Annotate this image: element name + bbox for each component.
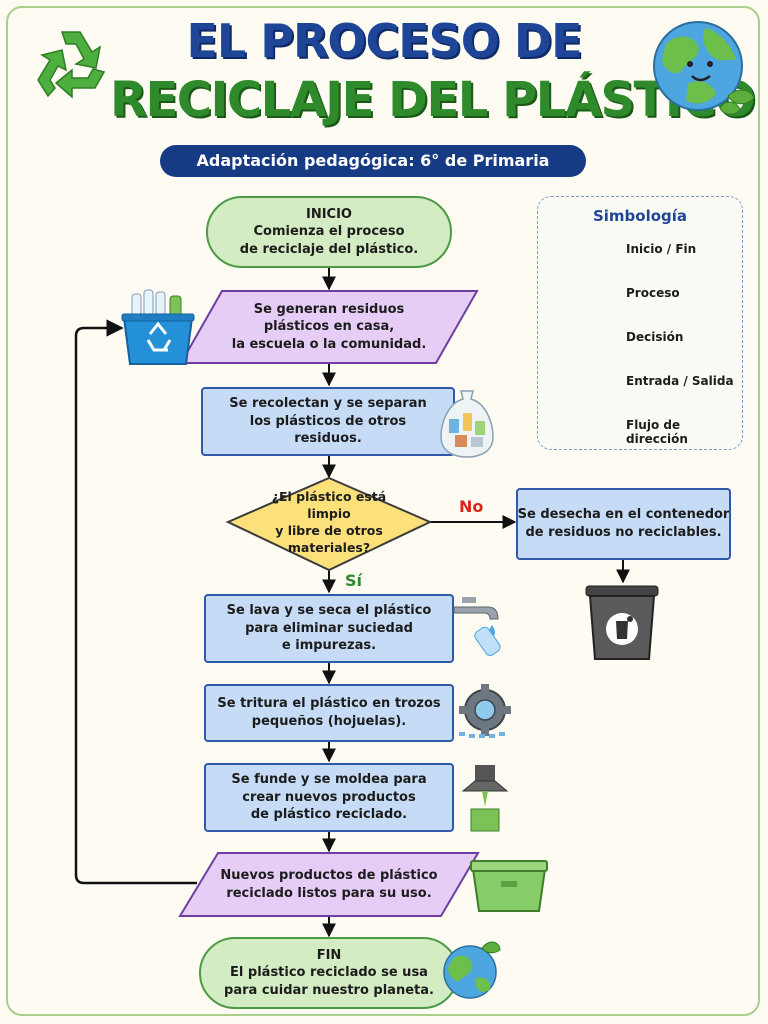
legend-label-process: Proceso <box>626 286 680 300</box>
legend-label-arrow: Flujo de dirección <box>626 418 688 446</box>
decision-text: ¿El plástico está limpio y libre de otro… <box>271 489 387 555</box>
recycle-bin-icon <box>121 289 195 365</box>
start-header: INICIO <box>306 206 352 222</box>
title-line-2: RECICLAJE DEL PLÁSTICO <box>110 72 756 128</box>
discard-process <box>516 488 731 560</box>
branch-yes-label: Sí <box>345 571 363 590</box>
shred-text: Se tritura el plástico en trozos pequeño… <box>217 696 441 729</box>
legend-panel: Simbología Inicio / Fin Proceso Decisión… <box>537 196 743 450</box>
start-body: Comienza el proceso de reciclaje del plá… <box>239 224 419 257</box>
earth-small-icon <box>443 941 501 999</box>
shredder-gear-icon <box>459 684 511 738</box>
legend-label-terminal: Inicio / Fin <box>626 242 697 256</box>
discard-text: Se desecha en el contenedor de residuos … <box>517 507 730 540</box>
wash-text: Se lava y se seca el plástico para elimi… <box>226 603 432 654</box>
decision-diamond <box>225 476 433 572</box>
end-body: El plástico reciclado se usa para cuidar… <box>224 965 434 998</box>
faucet-icon <box>453 597 501 656</box>
legend-label-io: Entrada / Salida <box>626 374 734 388</box>
end-header: FIN <box>316 947 342 963</box>
earth-icon <box>653 21 755 115</box>
branch-no-label: No <box>459 497 484 516</box>
title-line-1: EL PROCESO DE <box>186 14 582 68</box>
legend-title: Simbología <box>592 207 688 225</box>
shred-process <box>204 684 454 742</box>
generate-text: Se generan residuos plásticos en casa, l… <box>231 301 427 352</box>
subtitle-banner: Adaptación pedagógica: 6° de Primaria <box>160 145 586 177</box>
mold-press-icon <box>461 765 509 832</box>
start-text: INICIO Comienza el proceso de reciclaje d… <box>207 197 451 267</box>
legend-label-decision: Decisión <box>626 330 684 344</box>
wash-process <box>204 594 454 663</box>
end-text: FIN El plástico reciclado se usa para cui… <box>200 938 458 1008</box>
trash-bag-icon <box>440 390 494 458</box>
products-text: Nuevos productos de plástico reciclado l… <box>220 867 438 901</box>
melt-text: Se funde y se moldea para crear nuevos p… <box>231 772 427 823</box>
storage-box-icon <box>470 860 548 912</box>
products-io <box>178 852 480 917</box>
collect-text: Se recolectan y se separan los plásticos… <box>229 396 427 447</box>
trash-can-icon <box>585 585 659 660</box>
generate-io <box>179 290 479 364</box>
recycle-icon <box>37 31 106 99</box>
page-frame <box>6 6 760 1016</box>
melt-process <box>204 763 454 832</box>
start-terminal <box>206 196 452 268</box>
